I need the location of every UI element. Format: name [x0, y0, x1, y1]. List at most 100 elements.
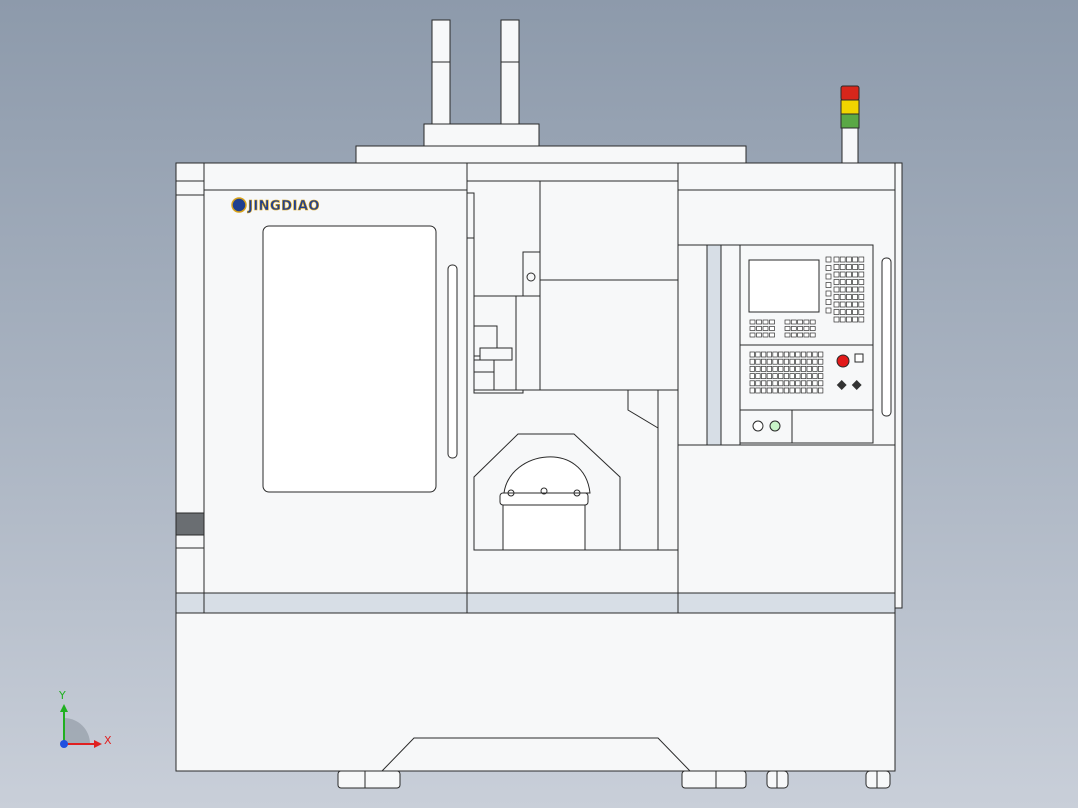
panel-key[interactable] — [795, 373, 801, 379]
panel-key[interactable] — [790, 332, 797, 338]
panel-key[interactable] — [749, 319, 756, 325]
panel-key[interactable] — [783, 358, 790, 365]
panel-key[interactable] — [755, 358, 761, 365]
panel-key[interactable] — [818, 358, 824, 365]
panel-key[interactable] — [778, 380, 784, 387]
panel-key[interactable] — [833, 286, 840, 293]
panel-key[interactable] — [762, 332, 769, 338]
panel-key[interactable] — [800, 380, 807, 387]
panel-key[interactable] — [761, 358, 767, 365]
panel-key[interactable] — [839, 256, 846, 263]
panel-key[interactable] — [803, 332, 810, 338]
panel-key[interactable] — [755, 351, 761, 358]
panel-key[interactable] — [818, 387, 824, 394]
keypad-upper[interactable] — [749, 256, 865, 338]
panel-key[interactable] — [852, 301, 858, 308]
panel-key[interactable] — [755, 380, 761, 387]
panel-key[interactable] — [800, 351, 807, 358]
panel-key[interactable] — [833, 294, 840, 300]
panel-key[interactable] — [825, 273, 832, 280]
panel-key[interactable] — [825, 282, 832, 288]
panel-key[interactable] — [812, 351, 818, 358]
panel-key[interactable] — [762, 319, 769, 325]
panel-key[interactable] — [766, 387, 772, 394]
panel-key[interactable] — [846, 301, 852, 308]
panel-key[interactable] — [756, 326, 762, 331]
panel-key[interactable] — [772, 366, 778, 372]
panel-key[interactable] — [761, 380, 767, 387]
panel-key[interactable] — [833, 279, 840, 285]
panel-key[interactable] — [833, 301, 840, 308]
panel-key[interactable] — [852, 316, 858, 323]
panel-key[interactable] — [825, 299, 832, 305]
panel-key[interactable] — [749, 387, 755, 394]
panel-key[interactable] — [825, 290, 832, 297]
door-handle[interactable] — [447, 264, 458, 459]
panel-key[interactable] — [783, 351, 790, 358]
panel-key[interactable] — [761, 387, 767, 394]
panel-key[interactable] — [809, 332, 816, 338]
panel-key[interactable] — [846, 294, 852, 300]
panel-key[interactable] — [852, 264, 858, 270]
panel-key[interactable] — [772, 351, 778, 358]
panel-key[interactable] — [749, 332, 756, 338]
panel-key[interactable] — [783, 373, 790, 379]
panel-key[interactable] — [749, 326, 756, 331]
panel-key[interactable] — [800, 358, 807, 365]
panel-key[interactable] — [784, 332, 791, 338]
panel-key[interactable] — [806, 380, 812, 387]
panel-key[interactable] — [772, 373, 778, 379]
panel-key[interactable] — [797, 326, 803, 331]
panel-key[interactable] — [858, 279, 865, 285]
panel-key[interactable] — [806, 387, 812, 394]
panel-key[interactable] — [790, 326, 797, 331]
panel-key[interactable] — [852, 294, 858, 300]
panel-key[interactable] — [818, 380, 824, 387]
panel-key[interactable] — [795, 358, 801, 365]
panel-key[interactable] — [852, 256, 858, 263]
panel-key[interactable] — [749, 351, 755, 358]
panel-key[interactable] — [772, 380, 778, 387]
panel-key[interactable] — [839, 264, 846, 270]
panel-key[interactable] — [839, 316, 846, 323]
panel-key[interactable] — [833, 264, 840, 270]
panel-key[interactable] — [839, 294, 846, 300]
panel-key[interactable] — [839, 286, 846, 293]
panel-key[interactable] — [818, 366, 824, 372]
panel-key[interactable] — [756, 332, 762, 338]
panel-key[interactable] — [789, 380, 795, 387]
panel-key[interactable] — [789, 366, 795, 372]
panel-key[interactable] — [803, 326, 810, 331]
panel-key[interactable] — [783, 380, 790, 387]
panel-key[interactable] — [833, 309, 840, 315]
panel-key[interactable] — [789, 358, 795, 365]
panel-key[interactable] — [761, 351, 767, 358]
panel-key[interactable] — [858, 271, 865, 278]
panel-key[interactable] — [783, 387, 790, 394]
panel-key[interactable] — [812, 366, 818, 372]
panel-key[interactable] — [795, 380, 801, 387]
panel-key[interactable] — [778, 387, 784, 394]
panel-key[interactable] — [846, 256, 852, 263]
panel-key[interactable] — [825, 256, 832, 263]
panel-key[interactable] — [797, 319, 803, 325]
panel-key[interactable] — [809, 319, 816, 325]
panel-key[interactable] — [858, 309, 865, 315]
panel-key[interactable] — [761, 373, 767, 379]
panel-key[interactable] — [858, 316, 865, 323]
panel-key[interactable] — [769, 319, 775, 325]
panel-key[interactable] — [778, 373, 784, 379]
panel-key[interactable] — [789, 373, 795, 379]
panel-key[interactable] — [825, 307, 832, 314]
panel-key[interactable] — [839, 301, 846, 308]
panel-key[interactable] — [812, 387, 818, 394]
panel-key[interactable] — [818, 373, 824, 379]
panel-key[interactable] — [795, 351, 801, 358]
panel-key[interactable] — [833, 271, 840, 278]
panel-key[interactable] — [846, 264, 852, 270]
panel-key[interactable] — [839, 309, 846, 315]
panel-key[interactable] — [766, 366, 772, 372]
panel-key[interactable] — [825, 265, 832, 271]
panel-key[interactable] — [852, 286, 858, 293]
panel-key[interactable] — [749, 373, 755, 379]
